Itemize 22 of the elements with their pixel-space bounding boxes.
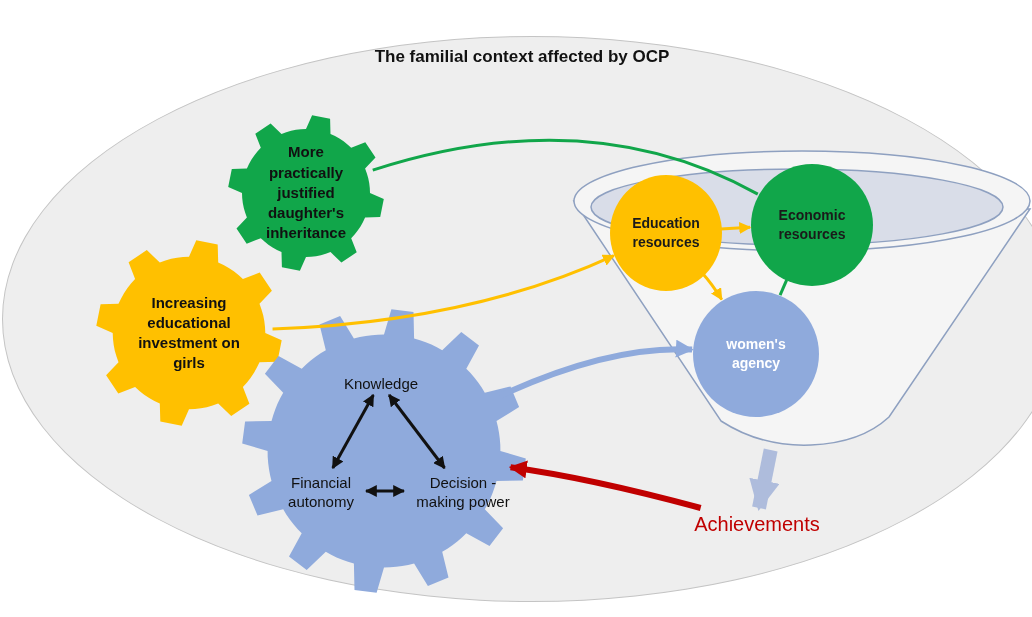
gear-label: Increasing educational investment on girls (137, 292, 241, 374)
circle-label: Education resources (631, 214, 701, 252)
arrow (364, 485, 406, 497)
gear-label: More practically justified daughter's inheritance (265, 142, 347, 244)
gear-drawing (241, 307, 527, 595)
arrow (387, 394, 446, 469)
arrow (508, 460, 702, 511)
connector-line (372, 138, 759, 196)
factor-label: Decision - making power (405, 469, 521, 515)
circle-label: Economic resources (777, 206, 847, 244)
connector-line (778, 279, 789, 296)
outcome-label: Achievements (677, 509, 837, 539)
arrow (720, 221, 752, 234)
circle-label: women's agency (725, 335, 787, 373)
ellipse-heading: The familial context affected by OCP (374, 47, 670, 67)
gear-shape (227, 113, 385, 273)
arrow (331, 393, 375, 470)
arrow (749, 448, 780, 511)
factor-label: Knowledge (331, 372, 431, 396)
arrow (702, 273, 723, 301)
factor-label: Financial autonomy (275, 469, 367, 515)
arrow (272, 254, 615, 331)
